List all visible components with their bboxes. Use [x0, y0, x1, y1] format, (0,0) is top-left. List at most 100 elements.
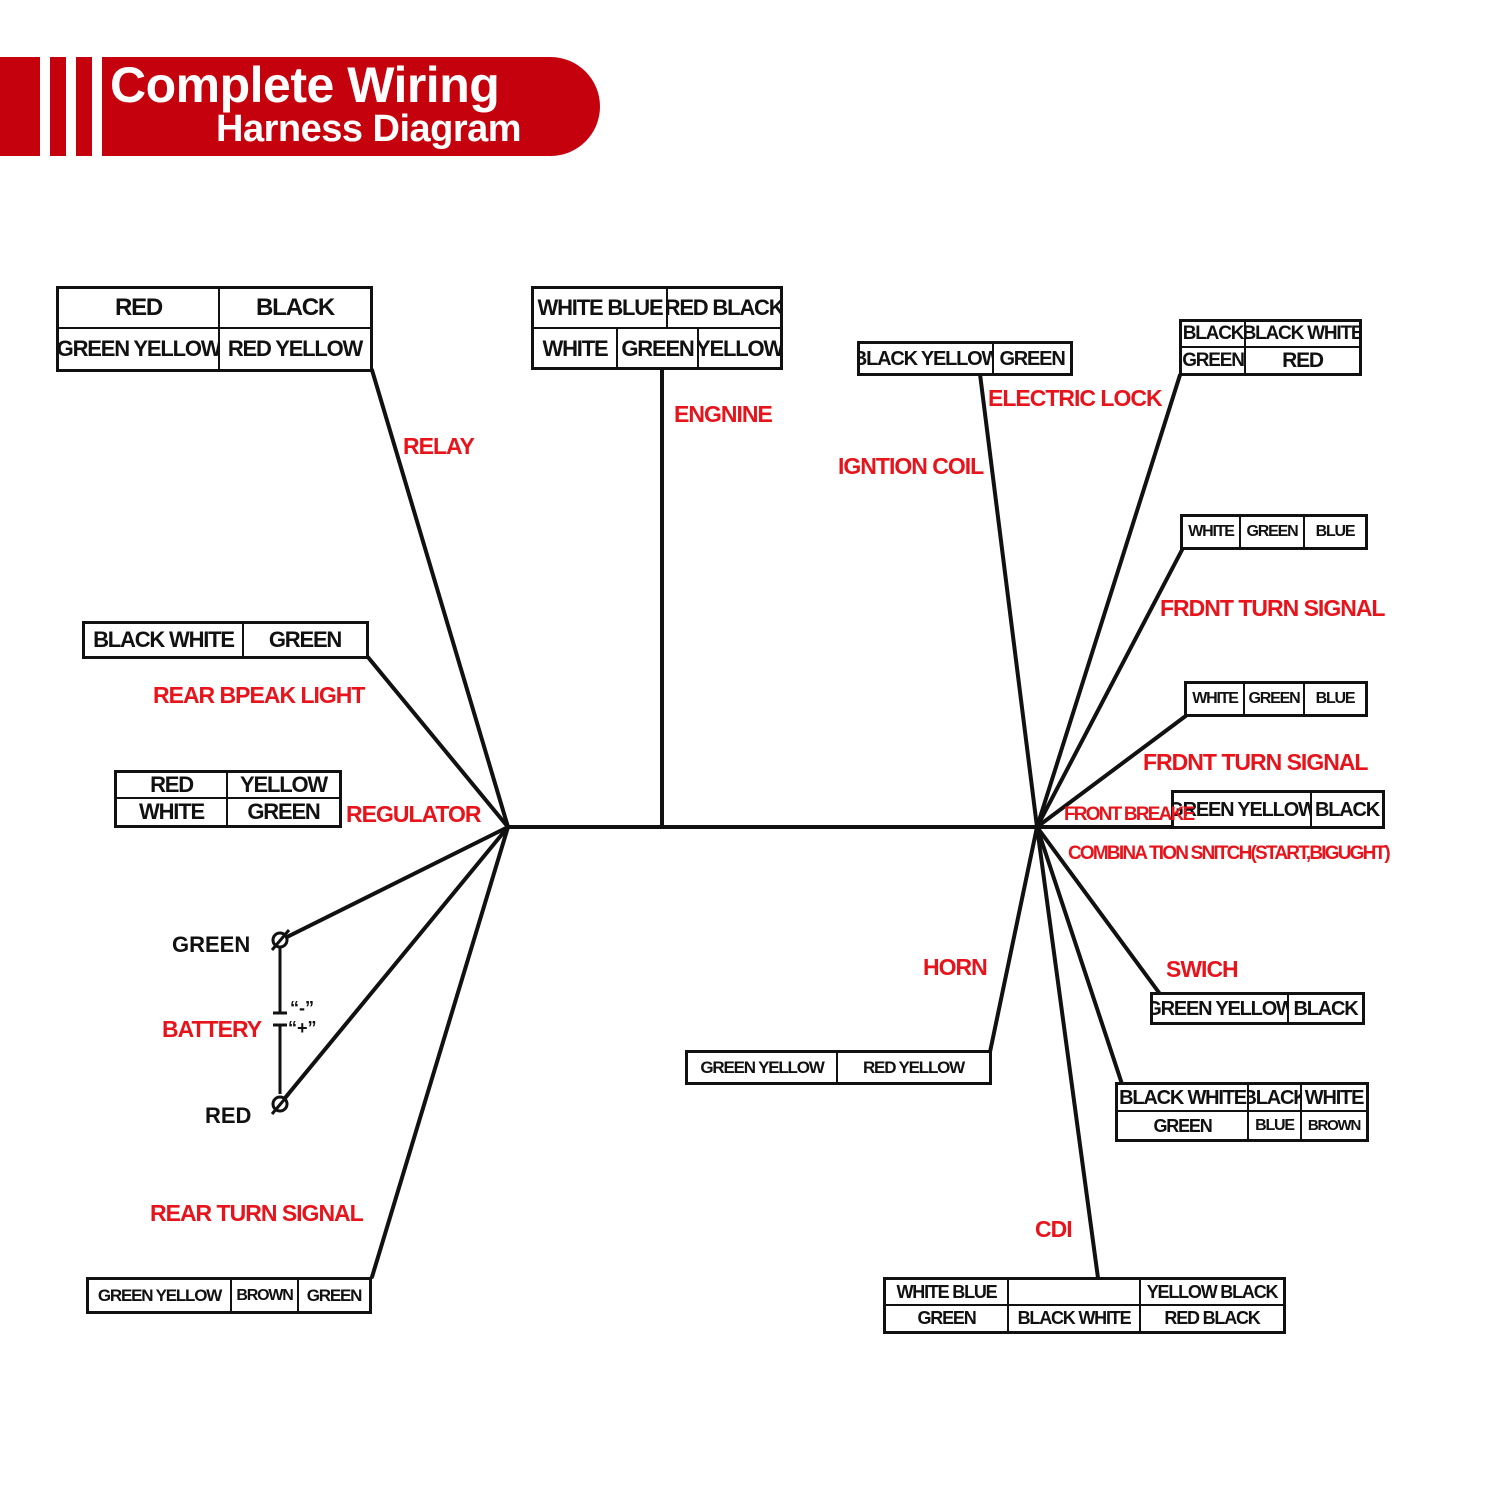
wire-color-cell: RED BLACK — [668, 295, 780, 320]
combination-switch-label: COMBINA TION SNITCH(START,BIGUGHT) — [1068, 843, 1391, 864]
front-turn-signal-1-connector: WHITE GREEN BLUE — [1180, 514, 1368, 550]
wire-color-cell: RED YELLOW — [862, 1058, 965, 1077]
relay-wire — [370, 368, 510, 829]
front-turn-signal-1-label: FRDNT TURN SIGNAL — [1160, 595, 1385, 621]
title-banner: Complete Wiring Harness Diagram — [0, 0, 620, 170]
wire-color-cell: GREEN — [1241, 517, 1305, 547]
rear-break-light-label: REAR BPEAK LIGHT — [153, 682, 365, 708]
wire-color-cell: BLACK YELLOW — [860, 344, 994, 373]
horn-wire — [988, 825, 1039, 1054]
banner-stripe — [0, 57, 40, 156]
wire-color-cell: GREEN YELLOW — [59, 329, 220, 369]
wire-color-cell: RED BLACK — [1164, 1308, 1260, 1329]
ignition-coil-label: IGNTION COIL — [838, 453, 984, 479]
battery-plus-label: “+” — [288, 1018, 317, 1038]
wire-color-cell: YELLOW — [228, 773, 339, 799]
wire-color-cell: RED YELLOW — [227, 336, 363, 361]
rear-turn-signal-label: REAR TURN SIGNAL — [150, 1200, 364, 1226]
wire-color-cell: GREEN — [1118, 1112, 1249, 1139]
banner-stripe — [76, 57, 92, 156]
wire-color-cell: WHITE BLUE — [886, 1280, 1009, 1306]
engine-label: ENGNINE — [674, 401, 773, 427]
wire-color-cell: YELLOW BLACK — [1141, 1280, 1283, 1306]
wire-color-cell: RED — [1282, 348, 1324, 372]
regulator-label: REGULATOR — [346, 801, 482, 827]
wire-color-cell: BLACK WHITE — [1009, 1305, 1141, 1331]
battery-red-wire — [283, 825, 510, 1100]
cdi-connector: WHITE BLUE YELLOW BLACK GREEN BLACK WHIT… — [883, 1277, 1286, 1334]
horn-connector: GREEN YELLOW RED YELLOW — [685, 1050, 992, 1085]
horn-label: HORN — [923, 954, 988, 980]
wire-color-cell: BLACK — [1315, 798, 1380, 821]
wire-color-cell: BLACK WHITE — [1118, 1085, 1249, 1112]
switch-wire — [1035, 825, 1162, 996]
wire-color-cell — [1009, 1280, 1141, 1306]
wire-color-cell: GREEN — [886, 1305, 1009, 1331]
electric-lock-connector: BLACK BLACK WHITE GREEN RED — [1179, 319, 1362, 376]
combination-switch-connector: BLACK WHITE BLACK WHITE GREEN BLUE BROWN — [1115, 1082, 1369, 1142]
front-brake-connector: GREEN YELLOW BLACK — [1171, 790, 1385, 829]
front-turn-signal-2-connector: WHITE GREEN BLUE — [1184, 681, 1368, 717]
engine-connector: WHITE BLUE RED BLACK WHITE GREEN YELLOW — [531, 286, 783, 370]
wire-color-cell: WHITE — [117, 799, 228, 825]
relay-label: RELAY — [403, 433, 475, 459]
wire-color-cell: GREEN — [618, 329, 699, 369]
battery-symbol — [270, 929, 291, 1115]
battery-green-terminal-label: GREEN — [172, 932, 251, 957]
wire-color-cell: WHITE — [534, 329, 618, 369]
battery-label: BATTERY — [162, 1016, 262, 1042]
wire-color-cell: GREEN — [1182, 347, 1246, 373]
wire-color-cell: BROWN — [232, 1280, 299, 1311]
front-turn-signal-2-wire — [1035, 713, 1189, 829]
switch-label: SWICH — [1166, 956, 1239, 982]
wire-color-cell: BLACK — [1249, 1085, 1302, 1112]
wire-color-cell: BLACK — [1293, 997, 1359, 1020]
electric-lock-wire — [1035, 373, 1182, 829]
wire-color-cell: BLUE — [1315, 523, 1356, 540]
regulator-connector: RED YELLOW WHITE GREEN — [114, 770, 342, 828]
front-brake-label: FRONT BREAKE — [1064, 804, 1195, 825]
battery-green-wire — [285, 825, 510, 939]
diagram-subtitle: Harness Diagram — [216, 108, 522, 150]
rear-break-light-wire — [365, 654, 510, 829]
wire-color-cell: WHITE — [1187, 684, 1245, 714]
cdi-label: CDI — [1035, 1216, 1073, 1242]
diagram-title: Complete Wiring — [110, 57, 500, 113]
wire-color-cell: GREEN YELLOW — [1174, 793, 1312, 826]
switch-connector: GREEN YELLOW BLACK — [1150, 992, 1365, 1025]
wire-color-cell: GREEN — [306, 1286, 363, 1305]
front-turn-signal-1-wire — [1035, 546, 1185, 829]
wire-color-cell: BLUE — [1249, 1112, 1302, 1139]
electric-lock-label: ELECTRIC LOCK — [988, 385, 1163, 411]
wire-color-cell: GREEN — [268, 627, 342, 652]
banner-stripe — [50, 57, 66, 156]
wire-color-cell: GREEN YELLOW — [89, 1280, 232, 1311]
battery-minus-label: “-” — [290, 998, 314, 1018]
wire-color-cell: RED — [59, 289, 220, 329]
wire-color-cell: BROWN — [1307, 1117, 1362, 1134]
cdi-wire — [1035, 825, 1100, 1280]
relay-connector: RED BLACK GREEN YELLOW RED YELLOW — [56, 286, 373, 372]
combination-switch-wire — [1035, 825, 1124, 1086]
ignition-coil-connector: BLACK YELLOW GREEN — [857, 341, 1073, 376]
wire-color-cell: BLUE — [1315, 690, 1356, 707]
wire-color-cell: WHITE — [1302, 1085, 1366, 1112]
wire-color-cell: GREEN — [1245, 684, 1305, 714]
wire-color-cell: WHITE BLUE — [534, 289, 668, 327]
wire-color-cell: GREEN — [999, 347, 1065, 370]
wire-color-cell: YELLOW — [699, 336, 780, 361]
front-turn-signal-2-label: FRDNT TURN SIGNAL — [1143, 749, 1368, 775]
wire-color-cell: GREEN — [247, 799, 320, 824]
wire-color-cell: BLACK WHITE — [1246, 322, 1359, 348]
rear-break-light-connector: BLACK WHITE GREEN — [82, 621, 369, 659]
battery-red-terminal-label: RED — [205, 1103, 252, 1128]
rear-turn-signal-wire — [370, 825, 510, 1279]
rear-turn-signal-connector: GREEN YELLOW BROWN GREEN — [86, 1277, 372, 1314]
wire-color-cell: RED — [117, 773, 228, 799]
ignition-coil-wire — [978, 372, 1039, 829]
wire-color-cell: WHITE — [1183, 517, 1241, 547]
wire-color-cell: GREEN YELLOW — [688, 1053, 838, 1082]
wire-color-cell: BLACK WHITE — [85, 624, 244, 656]
